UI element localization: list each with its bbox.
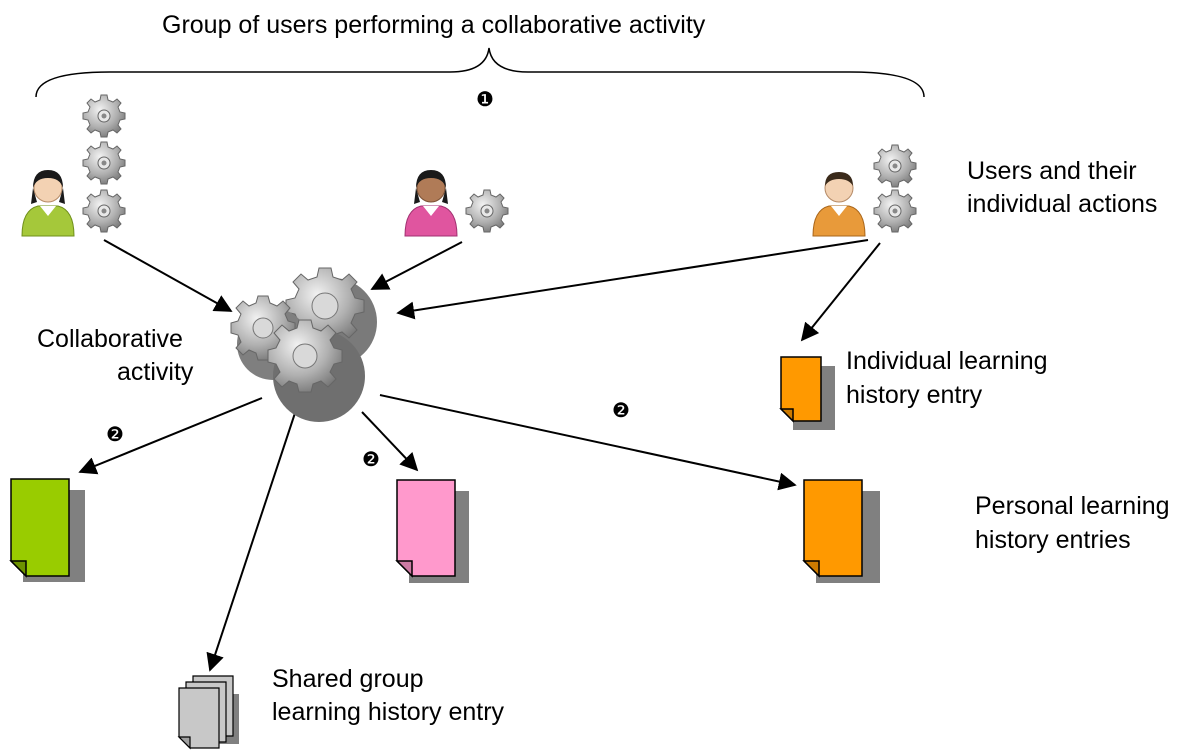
arrow-activity-to-orange <box>379 394 797 491</box>
document-shared-stack-icon <box>177 675 239 750</box>
document-pink-icon <box>395 479 469 583</box>
users-actions-label-line2: individual actions <box>967 190 1158 218</box>
user1-action-gears <box>82 94 126 233</box>
arrow-activity-to-pink <box>361 411 419 472</box>
arrow-activity-to-green <box>78 397 263 475</box>
users-actions-label-line1: Users and their <box>967 157 1137 185</box>
user-orange-icon <box>812 172 866 237</box>
gear-icon <box>82 189 126 233</box>
user-pink-icon <box>404 170 458 237</box>
step-2-marker-left: ❷ <box>106 422 124 446</box>
individual-entry-label-line2: history entry <box>846 381 983 409</box>
document-orange-icon <box>802 479 880 583</box>
arrow-user3-to-activity <box>396 239 869 320</box>
collaborative-gears-icon <box>230 267 377 422</box>
step-2-marker-middle: ❷ <box>362 447 380 471</box>
diagram-title: Group of users performing a collaborativ… <box>162 11 706 39</box>
step-2-marker-right: ❷ <box>612 398 630 422</box>
document-individual-icon <box>779 356 835 430</box>
gear-icon <box>82 141 126 185</box>
arrow-user1-to-activity <box>103 239 233 312</box>
user-green-icon <box>21 170 75 237</box>
shared-entry-label-line1: Shared group <box>272 665 424 693</box>
step-1-marker: ❶ <box>476 87 494 111</box>
arrow-user3-to-individual <box>800 242 881 342</box>
personal-entries-label-line2: history entries <box>975 526 1131 554</box>
collaborative-activity-label-line2: activity <box>117 358 194 386</box>
arrow-user2-to-activity <box>370 241 463 290</box>
group-brace <box>35 47 925 98</box>
user3-action-gears <box>873 144 917 233</box>
personal-entries-label-line1: Personal learning <box>975 492 1170 520</box>
gear-icon <box>465 189 509 233</box>
arrow-activity-to-shared <box>206 409 297 672</box>
gear-icon <box>873 189 917 233</box>
document-green-icon <box>9 478 85 582</box>
shared-entry-label-line2: learning history entry <box>272 698 505 726</box>
collaborative-activity-label-line1: Collaborative <box>37 325 183 353</box>
gear-icon <box>873 144 917 188</box>
user2-action-gears <box>465 189 509 233</box>
gear-icon <box>82 94 126 138</box>
arrows <box>78 239 881 672</box>
individual-entry-label-line1: Individual learning <box>846 347 1048 375</box>
